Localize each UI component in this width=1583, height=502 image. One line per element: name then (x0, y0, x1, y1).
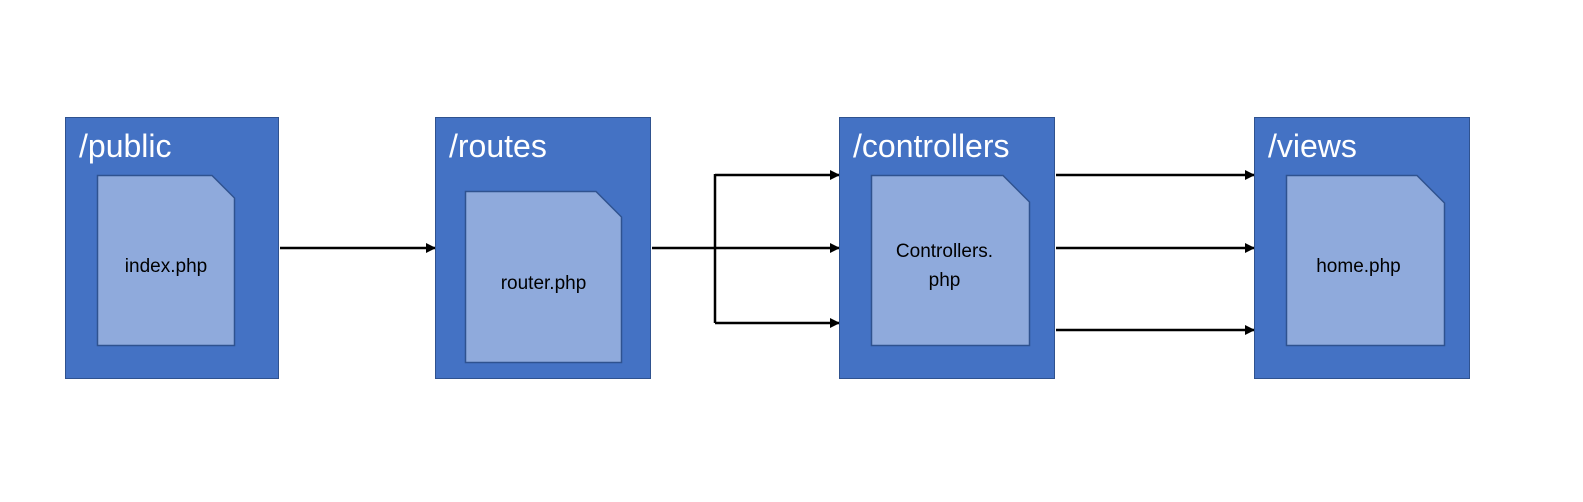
file-label-index: index.php (124, 256, 208, 277)
folder-title-views: /views (1268, 128, 1357, 164)
folder-title-public: /public (79, 128, 172, 164)
file-icon (870, 174, 1031, 347)
file-label-home: home.php (1316, 256, 1401, 277)
file-icon (464, 190, 623, 364)
file-router-php: router.php (464, 190, 623, 364)
file-index-php: index.php (96, 174, 236, 347)
file-controllers-php: Controllers. php (870, 174, 1031, 347)
folder-views: /views home.php (1254, 117, 1470, 379)
folder-public: /public index.php (65, 117, 279, 379)
folder-routes: /routes router.php (435, 117, 651, 379)
folder-title-routes: /routes (449, 128, 547, 164)
file-icon (1285, 174, 1446, 347)
folder-title-controllers: /controllers (853, 128, 1010, 164)
file-home-php: home.php (1285, 174, 1446, 347)
folder-controllers: /controllers Controllers. php (839, 117, 1055, 379)
file-label-router: router.php (500, 273, 587, 294)
file-label-controllers: Controllers. php (895, 241, 994, 291)
file-icon (96, 174, 236, 347)
